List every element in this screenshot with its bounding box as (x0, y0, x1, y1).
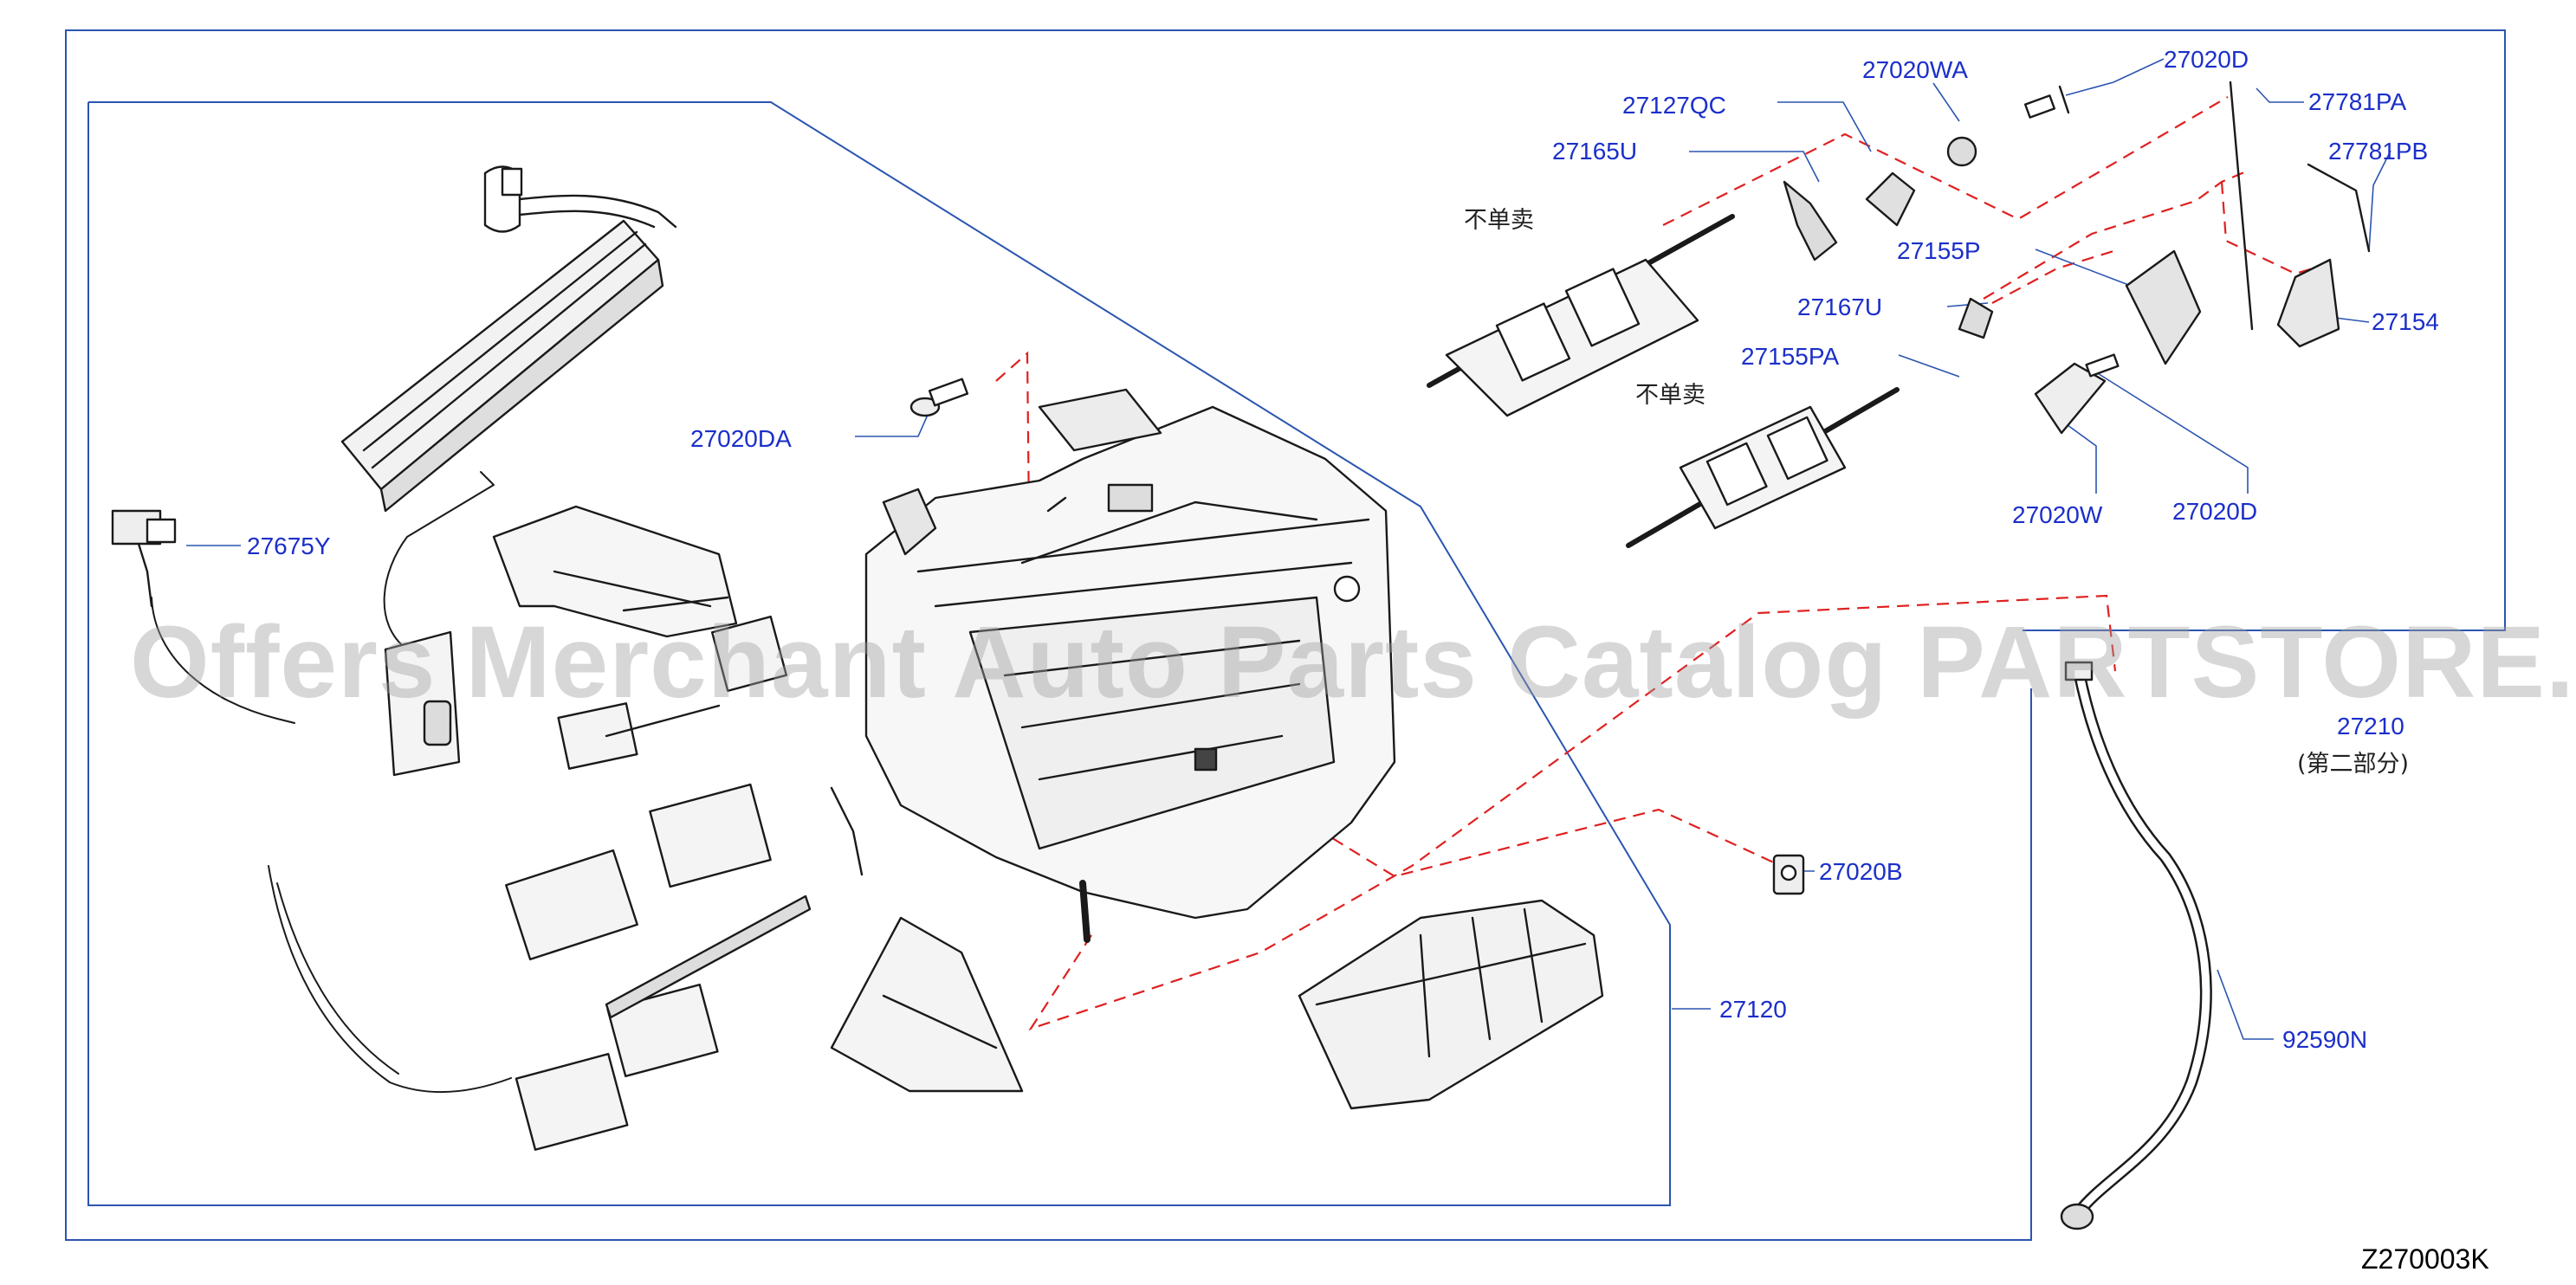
callout-27127qc[interactable]: 27127QC (1622, 92, 1726, 119)
callout-27675y[interactable]: 27675Y (247, 533, 331, 559)
control-bracket (384, 630, 461, 777)
callout-27781pa[interactable]: 27781PA (2308, 88, 2407, 115)
frame-lines (65, 29, 2506, 1241)
drain-hose-92590n (2060, 661, 2212, 1230)
damper-doors-left (505, 615, 864, 1151)
callout-27167u[interactable]: 27167U (1797, 294, 1883, 320)
callout-92590n[interactable]: 92590N (2282, 1026, 2368, 1053)
door-assembly-upper (1427, 214, 1735, 417)
wire-harness-left (151, 471, 512, 1094)
actuator-parts (1783, 81, 2371, 435)
note-not-sold-separately-2: 不单卖 (1635, 382, 1705, 409)
heater-unit-housing (864, 388, 1396, 943)
note-part-two: (第二部分) (2297, 751, 2410, 778)
callout-27020da[interactable]: 27020DA (690, 425, 792, 452)
callout-27210[interactable]: 27210 (2337, 713, 2404, 739)
callout-27020w[interactable]: 27020W (2012, 501, 2103, 528)
lower-duct-cover (830, 916, 1024, 1093)
screw-27020da (909, 378, 969, 417)
callout-27155pa[interactable]: 27155PA (1741, 343, 1840, 370)
dashed-leaders (995, 96, 2331, 1031)
callout-27020b[interactable]: 27020B (1819, 858, 1903, 885)
callout-27020d-top[interactable]: 27020D (2164, 46, 2249, 73)
callout-27781pb[interactable]: 27781PB (2328, 138, 2429, 165)
inner-frame (87, 101, 1671, 1206)
callout-27154[interactable]: 27154 (2372, 308, 2439, 335)
callout-27165u[interactable]: 27165U (1552, 138, 1638, 165)
watermark-text: Offers Merchant Auto Parts Catalog PARTS… (130, 605, 2576, 720)
duct-panel (492, 505, 738, 638)
sensor-27675y (111, 509, 177, 608)
outer-frame (65, 29, 2506, 1241)
callout-27155p[interactable]: 27155P (1897, 237, 1981, 264)
parts (111, 81, 2371, 1230)
note-not-sold-separately-1: 不单卖 (1464, 207, 1534, 234)
door-assembly-lower (1626, 387, 1900, 548)
callout-27020wa[interactable]: 27020WA (1862, 56, 1968, 83)
evaporator-core (340, 165, 677, 513)
callout-27120[interactable]: 27120 (1719, 996, 1787, 1023)
diagram-code: Z270003K (2361, 1243, 2489, 1275)
clip-27020b (1772, 854, 1805, 895)
blower-lower-case (1298, 899, 1604, 1110)
callout-27020d-bottom[interactable]: 27020D (2172, 498, 2258, 525)
